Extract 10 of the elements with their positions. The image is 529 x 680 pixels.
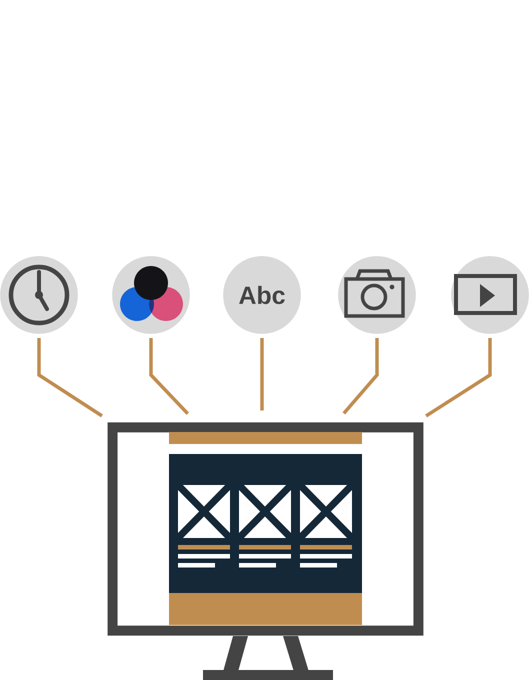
camera-icon xyxy=(338,256,416,334)
connector-line xyxy=(37,338,103,418)
connector-line xyxy=(342,338,379,414)
connector-line xyxy=(149,338,190,415)
clock-icon xyxy=(0,256,78,334)
connector-line xyxy=(260,338,264,410)
monitor-drawing xyxy=(108,422,424,680)
video-icon xyxy=(451,256,529,334)
connector-line xyxy=(425,338,492,418)
color-circles-icon xyxy=(112,256,190,334)
